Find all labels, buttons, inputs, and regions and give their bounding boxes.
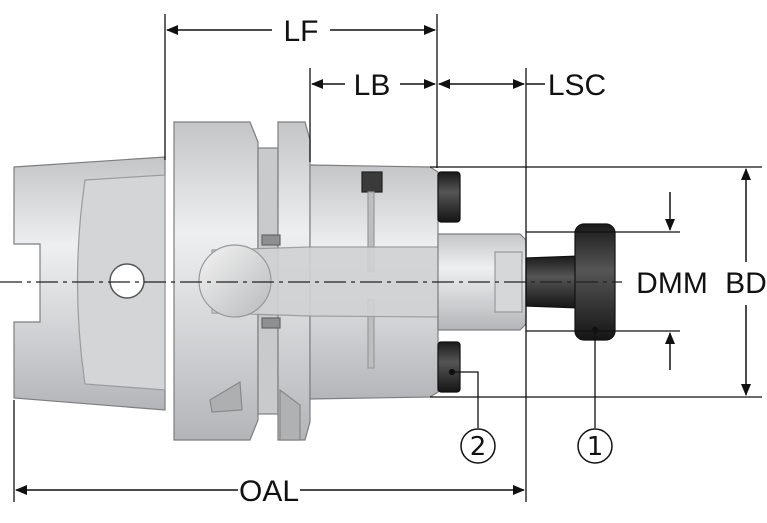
callout-leaders [448,326,599,428]
label-lf: LF [283,15,318,48]
spindle-ring-top [261,234,281,246]
spindle-ring-bottom [261,317,281,329]
label-bd: BD [725,267,767,300]
label-oal: OAL [239,475,299,508]
dimension-lines [15,25,751,495]
cross-hole [109,263,145,299]
flange-slot [209,380,243,413]
callout-one-circle [577,428,613,464]
callout-one-number: 1 [587,432,604,462]
extension-lines [13,14,762,502]
label-dmm: DMM [636,267,708,300]
key-slot-top [361,171,383,193]
label-lb: LB [354,69,391,102]
drive-key-top [437,171,461,223]
label-lsc: LSC [548,69,606,102]
tool-holder-body [13,121,616,441]
ball-end [198,244,272,318]
callout-two-leader [452,371,479,428]
callout-two-number: 2 [470,432,487,462]
flange-key [279,388,301,441]
drive-key-bottom [437,341,461,393]
callout-two-circle [460,428,496,464]
